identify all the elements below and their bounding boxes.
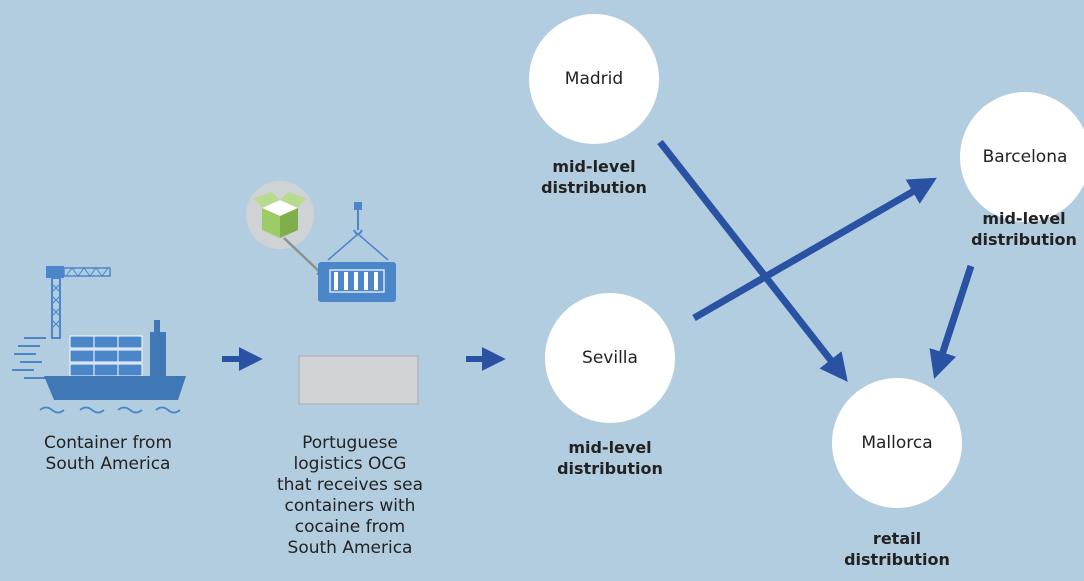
ship-caption: Container from South America bbox=[18, 433, 198, 475]
arrow-sevilla-to-barcelona bbox=[692, 177, 937, 322]
arrow-barcelona-to-mallorca bbox=[929, 264, 975, 379]
node-sevilla-label: Sevilla bbox=[582, 348, 638, 368]
cargo-ship-icon bbox=[12, 266, 186, 414]
role-sevilla: mid-level distribution bbox=[540, 437, 680, 479]
role-barcelona-line: distribution bbox=[971, 230, 1077, 249]
logistics-caption-line: containers with bbox=[284, 496, 416, 516]
role-madrid-line: mid-level bbox=[552, 157, 636, 176]
logistics-caption: Portuguese logistics OCG that receives s… bbox=[265, 433, 435, 559]
role-sevilla-line: distribution bbox=[557, 459, 663, 478]
ship-caption-line: Container from bbox=[43, 433, 173, 453]
role-mallorca: retail distribution bbox=[827, 528, 967, 570]
role-barcelona-line: mid-level bbox=[982, 209, 1066, 228]
logistics-caption-line: Portuguese bbox=[302, 433, 398, 453]
logistics-illustration bbox=[246, 181, 419, 405]
node-barcelona: Barcelona bbox=[960, 92, 1084, 222]
role-madrid: mid-level distribution bbox=[524, 156, 664, 198]
node-madrid: Madrid bbox=[529, 14, 659, 144]
role-barcelona: mid-level distribution bbox=[964, 208, 1084, 250]
role-madrid-line: distribution bbox=[541, 178, 647, 197]
role-mallorca-line: retail bbox=[872, 529, 922, 548]
logistics-caption-line: cocaine from bbox=[294, 517, 406, 537]
node-mallorca: Mallorca bbox=[832, 378, 962, 508]
ship-caption-line: South America bbox=[45, 454, 171, 474]
arrow-madrid-to-mallorca bbox=[657, 139, 848, 382]
logistics-caption-line: that receives sea bbox=[276, 475, 424, 495]
logistics-caption-line: logistics OCG bbox=[293, 454, 407, 474]
node-barcelona-label: Barcelona bbox=[982, 147, 1068, 167]
node-mallorca-label: Mallorca bbox=[861, 433, 933, 453]
node-madrid-label: Madrid bbox=[564, 69, 624, 89]
logistics-caption-line: South America bbox=[287, 538, 413, 558]
warehouse-block-icon bbox=[298, 355, 419, 405]
node-sevilla: Sevilla bbox=[545, 293, 675, 423]
role-mallorca-line: distribution bbox=[844, 550, 950, 569]
role-sevilla-line: mid-level bbox=[568, 438, 652, 457]
